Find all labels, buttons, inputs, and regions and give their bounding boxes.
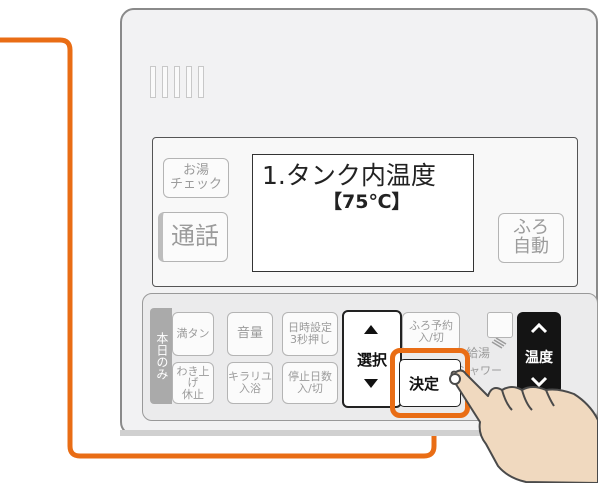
mantan-button[interactable]: 満タン bbox=[172, 312, 214, 356]
speaker-vents bbox=[150, 66, 206, 98]
empty-button-slot bbox=[487, 312, 513, 338]
lcd-display bbox=[252, 154, 474, 272]
temp-up-icon bbox=[530, 320, 548, 334]
stop-days-button[interactable]: 停止日数 入/切 bbox=[282, 362, 338, 404]
device-shelf bbox=[120, 430, 598, 436]
shower-icon bbox=[491, 338, 507, 349]
volume-button[interactable]: 音量 bbox=[227, 312, 273, 356]
chevron-down-icon bbox=[364, 379, 378, 388]
lcd-line-2: 【75℃】 bbox=[323, 191, 411, 213]
confirm-label: 決定 bbox=[409, 374, 440, 393]
kirari-button[interactable]: キラリユ 入浴 bbox=[227, 362, 273, 404]
wakiage-button[interactable]: わき上げ 休止 bbox=[172, 362, 214, 404]
talk-button[interactable]: 通話 bbox=[158, 212, 228, 262]
datetime-button[interactable]: 日時設定 3秒押し bbox=[282, 312, 338, 356]
kyuto-label: 給湯 bbox=[466, 346, 491, 360]
furo-auto-button[interactable]: ふろ 自動 bbox=[498, 213, 564, 263]
temp-label: 温度 bbox=[525, 350, 553, 366]
temp-down-icon bbox=[530, 374, 548, 388]
select-label: 選択 bbox=[356, 351, 387, 369]
ofuro-check-button[interactable]: お湯 チェック bbox=[163, 158, 229, 198]
lcd-line-1: 1.タンク内温度 bbox=[262, 161, 436, 190]
today-only-label: 本日のみ bbox=[154, 332, 169, 380]
up-arrow-button[interactable] bbox=[356, 325, 386, 341]
hand-pointer-icon bbox=[449, 369, 598, 483]
furo-reserve-button[interactable]: ふろ予約 入/切 bbox=[402, 312, 460, 352]
chevron-up-icon bbox=[364, 325, 378, 334]
today-only-tab: 本日のみ bbox=[150, 308, 172, 404]
down-arrow-button[interactable] bbox=[356, 379, 386, 395]
